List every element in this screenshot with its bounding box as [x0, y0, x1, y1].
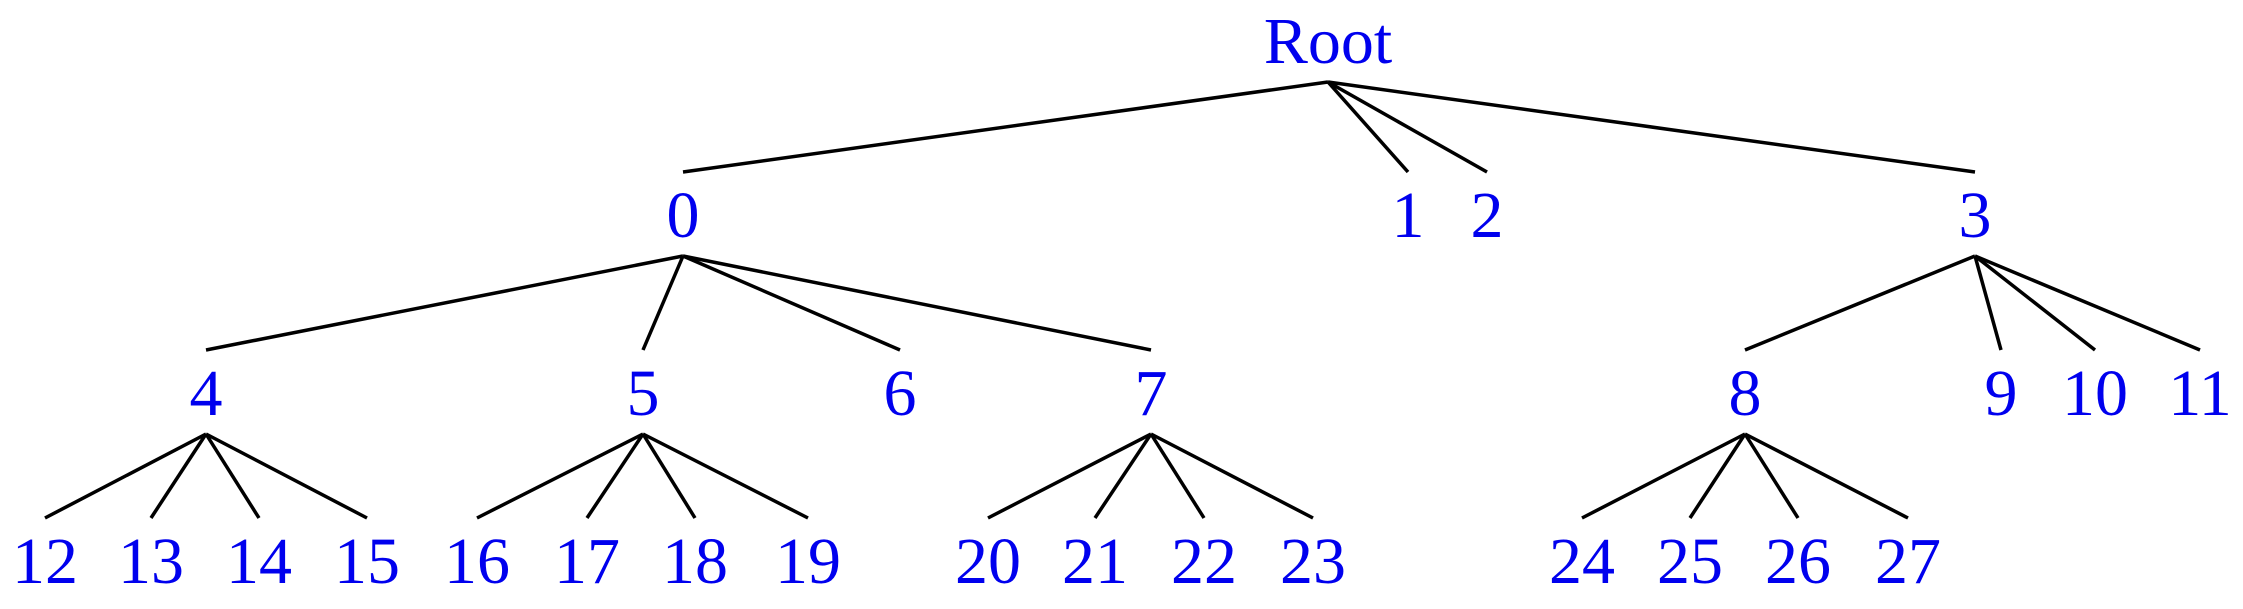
tree-edge-3-8: [1744, 254, 1976, 352]
tree-node-9: 9: [1985, 357, 2018, 430]
tree-node-1: 1: [1392, 179, 1425, 252]
tree-edge-8-27: [1744, 432, 1909, 520]
tree-node-2: 2: [1471, 179, 1504, 252]
tree-node-17: 17: [554, 525, 620, 598]
tree-edge-4-15: [205, 432, 368, 520]
tree-node-24: 24: [1549, 525, 1615, 598]
tree-node-23: 23: [1280, 525, 1346, 598]
tree-edge-7-21: [1093, 433, 1153, 519]
tree-edge-5-17: [585, 433, 645, 519]
tree-edge-7-22: [1149, 433, 1206, 519]
tree-edge-3-11: [1974, 254, 2201, 352]
tree-node-5: 5: [627, 357, 660, 430]
tree-node-8: 8: [1729, 357, 1762, 430]
tree-node-13: 13: [118, 525, 184, 598]
tree-node-20: 20: [955, 525, 1021, 598]
tree-node-11: 11: [2168, 357, 2232, 430]
tree-node-0: 0: [667, 179, 700, 252]
tree-edge-5-18: [641, 433, 697, 519]
tree-node-7: 7: [1135, 357, 1168, 430]
tree-node-4: 4: [190, 357, 223, 430]
tree-node-19: 19: [775, 525, 841, 598]
tree-edge-0-5: [641, 255, 685, 351]
tree-edge-8-25: [1688, 433, 1747, 519]
tree-edge-Root-0: [682, 80, 1329, 174]
tree-node-18: 18: [662, 525, 728, 598]
tree-node-22: 22: [1171, 525, 1237, 598]
tree-edge-7-23: [1150, 432, 1314, 520]
tree-edge-0-7: [682, 254, 1152, 352]
tree-edge-4-12: [44, 432, 207, 520]
tree-node-27: 27: [1875, 525, 1941, 598]
tree-edge-Root-1: [1326, 80, 1410, 174]
tree-edge-5-19: [642, 432, 809, 520]
tree-node-21: 21: [1062, 525, 1128, 598]
tree-node-12: 12: [12, 525, 78, 598]
tree-node-10: 10: [2062, 357, 2128, 430]
tree-edge-0-4: [205, 254, 684, 352]
tree-node-Root: Root: [1264, 5, 1392, 78]
tree-edge-7-20: [987, 432, 1152, 520]
tree-edge-3-10: [1973, 254, 2097, 352]
tree-node-14: 14: [226, 525, 292, 598]
tree-node-3: 3: [1959, 179, 1992, 252]
tree-edge-Root-2: [1327, 80, 1488, 174]
tree-node-6: 6: [884, 357, 917, 430]
tree-edge-5-16: [476, 432, 644, 520]
tree-edge-4-14: [204, 433, 261, 519]
tree-edge-0-6: [682, 254, 901, 352]
tree-edge-8-26: [1743, 433, 1800, 519]
tree-edge-3-9: [1973, 255, 2003, 351]
tree-node-16: 16: [444, 525, 510, 598]
tree-edge-8-24: [1581, 432, 1746, 520]
tree-node-26: 26: [1765, 525, 1831, 598]
tree-node-25: 25: [1657, 525, 1723, 598]
tree-node-15: 15: [334, 525, 400, 598]
tree-edge-Root-3: [1327, 80, 1976, 174]
tree-edge-4-13: [149, 433, 208, 519]
